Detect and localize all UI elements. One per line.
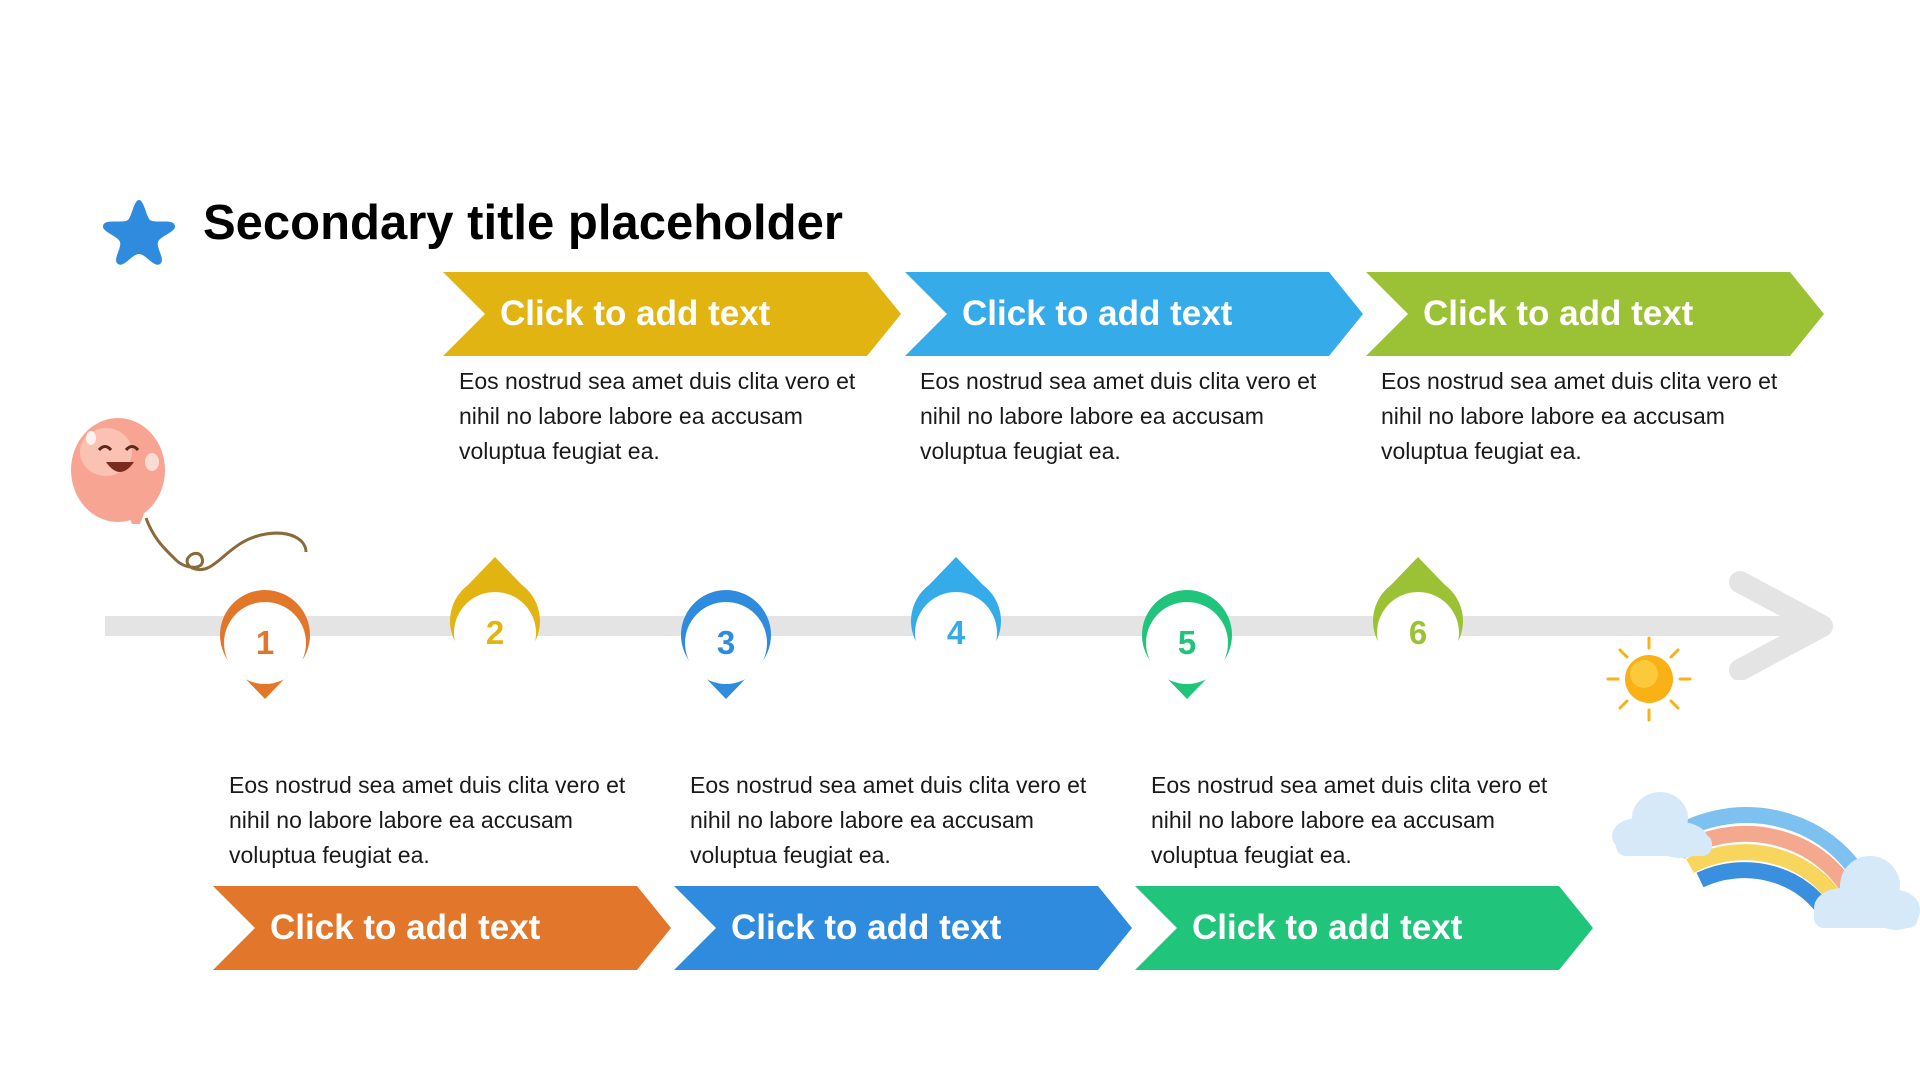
banner-label: Click to add text [500, 294, 771, 333]
bottom-banner-2[interactable]: Click to add text [674, 886, 1132, 970]
step-marker-3: 3 [666, 565, 786, 725]
step-marker-2: 2 [435, 515, 555, 675]
bottom-description-1[interactable]: Eos nostrud sea amet duis clita vero et … [229, 772, 626, 868]
step-number: 5 [1177, 624, 1197, 661]
pin-down-shape [681, 590, 771, 699]
top-banner-2[interactable]: Click to add text [905, 272, 1363, 356]
banner-label: Click to add text [731, 908, 1002, 947]
banner-label: Click to add text [1423, 294, 1694, 333]
bottom-banner-1[interactable]: Click to add text [213, 886, 671, 970]
step-marker-4: 4 [896, 515, 1016, 675]
top-description-1[interactable]: Eos nostrud sea amet duis clita vero et … [459, 368, 856, 464]
balloon-icon [71, 418, 308, 572]
step-marker-1: 1 [205, 565, 325, 725]
bottom-banner-3[interactable]: Click to add text [1135, 886, 1593, 970]
top-banner-3[interactable]: Click to add text [1366, 272, 1824, 356]
step-number: 1 [255, 624, 275, 661]
pin-down-shape [1142, 590, 1232, 699]
chevron-banner-shape [905, 272, 1363, 356]
step-marker-6: 6 [1358, 515, 1478, 675]
banner-label: Click to add text [270, 908, 541, 947]
pin-up-shape [1373, 557, 1463, 674]
step-number: 4 [946, 614, 966, 651]
top-description-2[interactable]: Eos nostrud sea amet duis clita vero et … [920, 368, 1317, 464]
page-title[interactable]: Secondary title placeholder [203, 196, 843, 250]
banner-label: Click to add text [962, 294, 1233, 333]
chevron-banner-shape [1135, 886, 1593, 970]
step-number: 6 [1408, 614, 1428, 651]
sun-icon [1606, 636, 1692, 722]
pin-down-shape [220, 590, 310, 699]
pin-up-shape [911, 557, 1001, 674]
step-number: 2 [485, 614, 505, 651]
bottom-description-2[interactable]: Eos nostrud sea amet duis clita vero et … [690, 772, 1087, 868]
step-number: 3 [716, 624, 736, 661]
rainbow-icon [1612, 792, 1920, 930]
chevron-banner-shape [213, 886, 671, 970]
pin-up-shape [450, 557, 540, 674]
step-marker-5: 5 [1127, 565, 1247, 725]
star-icon [102, 200, 176, 265]
top-banner-1[interactable]: Click to add text [443, 272, 901, 356]
chevron-banner-shape [443, 272, 901, 356]
banner-label: Click to add text [1192, 908, 1463, 947]
top-description-3[interactable]: Eos nostrud sea amet duis clita vero et … [1381, 368, 1778, 464]
chevron-banner-shape [674, 886, 1132, 970]
bottom-description-3[interactable]: Eos nostrud sea amet duis clita vero et … [1151, 772, 1548, 868]
chevron-banner-shape [1366, 272, 1824, 356]
